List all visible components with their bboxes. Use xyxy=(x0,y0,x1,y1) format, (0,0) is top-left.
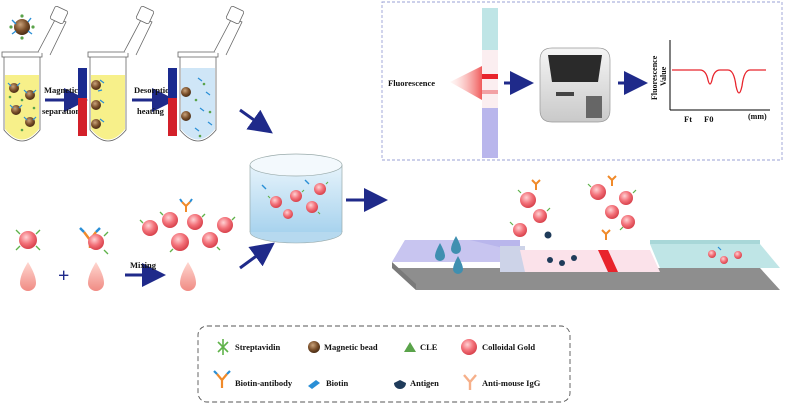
arrow-to-dish-top xyxy=(239,108,273,134)
f0-label: F0 xyxy=(704,114,713,124)
drop-2-icon xyxy=(88,262,104,291)
legend-label-antigen: Antigen xyxy=(410,378,439,388)
legend-label-biotin-antibody: Biotin-antibody xyxy=(235,378,293,388)
desorption-label-1: Desorption xyxy=(134,85,174,95)
legend-label-anti-mouse-igg: Anti-mouse IgG xyxy=(482,378,541,388)
legend-item-anti-mouse-igg: Anti-mouse IgG xyxy=(463,374,541,390)
biotin-antibody-icon xyxy=(213,370,231,388)
legend-label-streptavidin: Streptavidin xyxy=(235,342,280,352)
gold-cluster xyxy=(139,198,236,253)
loaded-bead-icon xyxy=(9,14,35,40)
legend-label-biotin: Biotin xyxy=(326,378,348,388)
fluorescence-curve xyxy=(672,69,766,94)
desorption-label-2: heating xyxy=(137,106,165,116)
colloidal-gold-icon xyxy=(461,339,477,355)
mm-label: (mm) xyxy=(748,112,767,121)
legend-label-cle: CLE xyxy=(420,342,438,352)
legend-item-magnetic-bead: Magnetic bead xyxy=(308,341,378,353)
ft-label: Ft xyxy=(684,114,692,124)
tube-3-magnet xyxy=(168,5,245,142)
legend-item-biotin: Biotin xyxy=(308,378,348,389)
plus-sign: + xyxy=(58,265,69,287)
magnetic-label-1: Magnetic xyxy=(44,85,78,95)
gold-complex-right xyxy=(587,175,637,240)
legend-label-magnetic-bead: Magnetic bead xyxy=(324,342,378,352)
fluorescence-label: Fluorescence xyxy=(388,78,435,88)
magnetic-label-2: separation xyxy=(42,106,81,116)
drop-1-icon xyxy=(20,262,36,291)
arrow-desorption-heating: Desorption heating xyxy=(132,85,176,116)
biotin-icon xyxy=(308,380,320,389)
tube-1 xyxy=(1,5,69,142)
anti-mouse-igg-icon xyxy=(463,374,477,390)
lateral-flow-strip xyxy=(392,175,780,290)
strip-antigens xyxy=(547,255,577,266)
fluorescence-graph: Ft F0 (mm) Fluorescence Value xyxy=(650,40,770,124)
legend-item-cle: CLE xyxy=(404,342,438,352)
sample-drops-icon xyxy=(435,236,463,274)
vertical-test-strip xyxy=(482,8,498,158)
excitation-beam xyxy=(450,66,482,100)
legend-item-colloidal-gold: Colloidal Gold xyxy=(461,339,535,355)
legend: Streptavidin Magnetic bead CLE Colloidal… xyxy=(197,325,571,403)
legend-item-antigen: Antigen xyxy=(394,378,439,389)
legend-item-streptavidin: Streptavidin xyxy=(217,339,280,355)
y-axis-label-1: Fluorescence xyxy=(650,55,659,100)
gold-complex-left xyxy=(509,179,552,239)
magnetic-bead-icon xyxy=(308,341,320,353)
fluorescence-reader-icon xyxy=(539,47,611,123)
legend-item-biotin-antibody: Biotin-antibody xyxy=(213,370,293,388)
cle-icon xyxy=(404,342,416,352)
gold-streptavidin-icon xyxy=(15,229,41,251)
mixing-label: Mixing xyxy=(130,260,157,270)
y-axis-label-2: Value xyxy=(659,66,668,86)
tube-2-magnet xyxy=(78,5,155,142)
streptavidin-icon xyxy=(217,339,229,355)
antigen-icon xyxy=(394,380,406,389)
test-line xyxy=(598,250,618,272)
nc-membrane xyxy=(520,250,660,272)
legend-border xyxy=(197,325,571,403)
top-left-tubes: Magnetic separation Desorpti xyxy=(1,5,245,142)
arrow-magnetic-separation: Magnetic separation xyxy=(42,85,88,116)
readout-panel: Fluorescence Ft F0 (mm) xyxy=(381,1,783,161)
drop-3-icon xyxy=(180,262,196,291)
bottom-left-mixing: + Mixing xyxy=(15,198,236,291)
legend-label-colloidal-gold: Colloidal Gold xyxy=(482,342,535,352)
reaction-dish xyxy=(249,153,343,244)
biotin-antibody-group-icon xyxy=(79,227,109,255)
arrow-to-dish-bottom xyxy=(239,242,275,270)
gold-on-pad xyxy=(708,246,742,264)
